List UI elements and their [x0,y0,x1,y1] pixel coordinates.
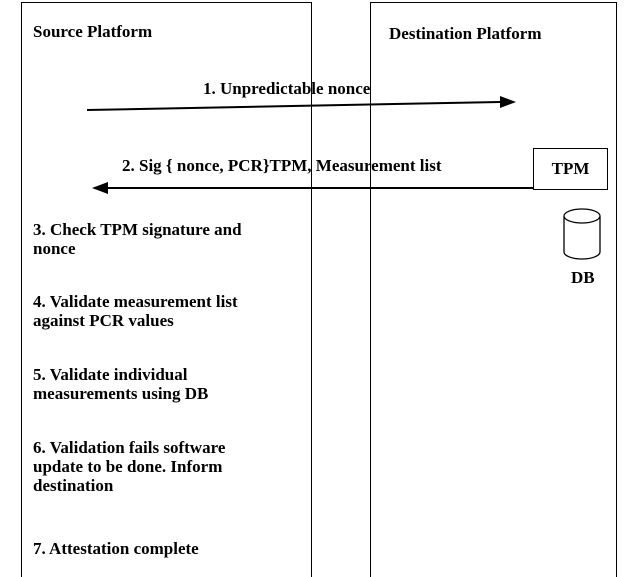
source-platform-panel [21,2,312,577]
db-label: DB [571,268,595,287]
destination-platform-panel [370,2,617,577]
step-5: 5. Validate individual measurements usin… [33,365,209,403]
message-1-label: 1. Unpredictable nonce [203,79,371,98]
message-2-label: 2. Sig { nonce, PCR}TPM, Measurement lis… [122,156,442,175]
step-4: 4. Validate measurement list against PCR… [33,292,238,330]
destination-platform-title: Destination Platform [389,24,542,43]
step-3: 3. Check TPM signature and nonce [33,220,242,258]
database-cylinder-icon [563,208,601,260]
message-1-arrow-line [86,101,501,111]
message-2-arrowhead-icon [92,182,108,194]
step-7: 7. Attestation complete [33,539,199,558]
tpm-box: TPM [533,148,608,190]
tpm-label: TPM [551,159,590,178]
source-platform-title: Source Platform [33,22,153,41]
message-1-arrowhead-icon [500,96,516,108]
step-6: 6. Validation fails software update to b… [33,438,226,495]
